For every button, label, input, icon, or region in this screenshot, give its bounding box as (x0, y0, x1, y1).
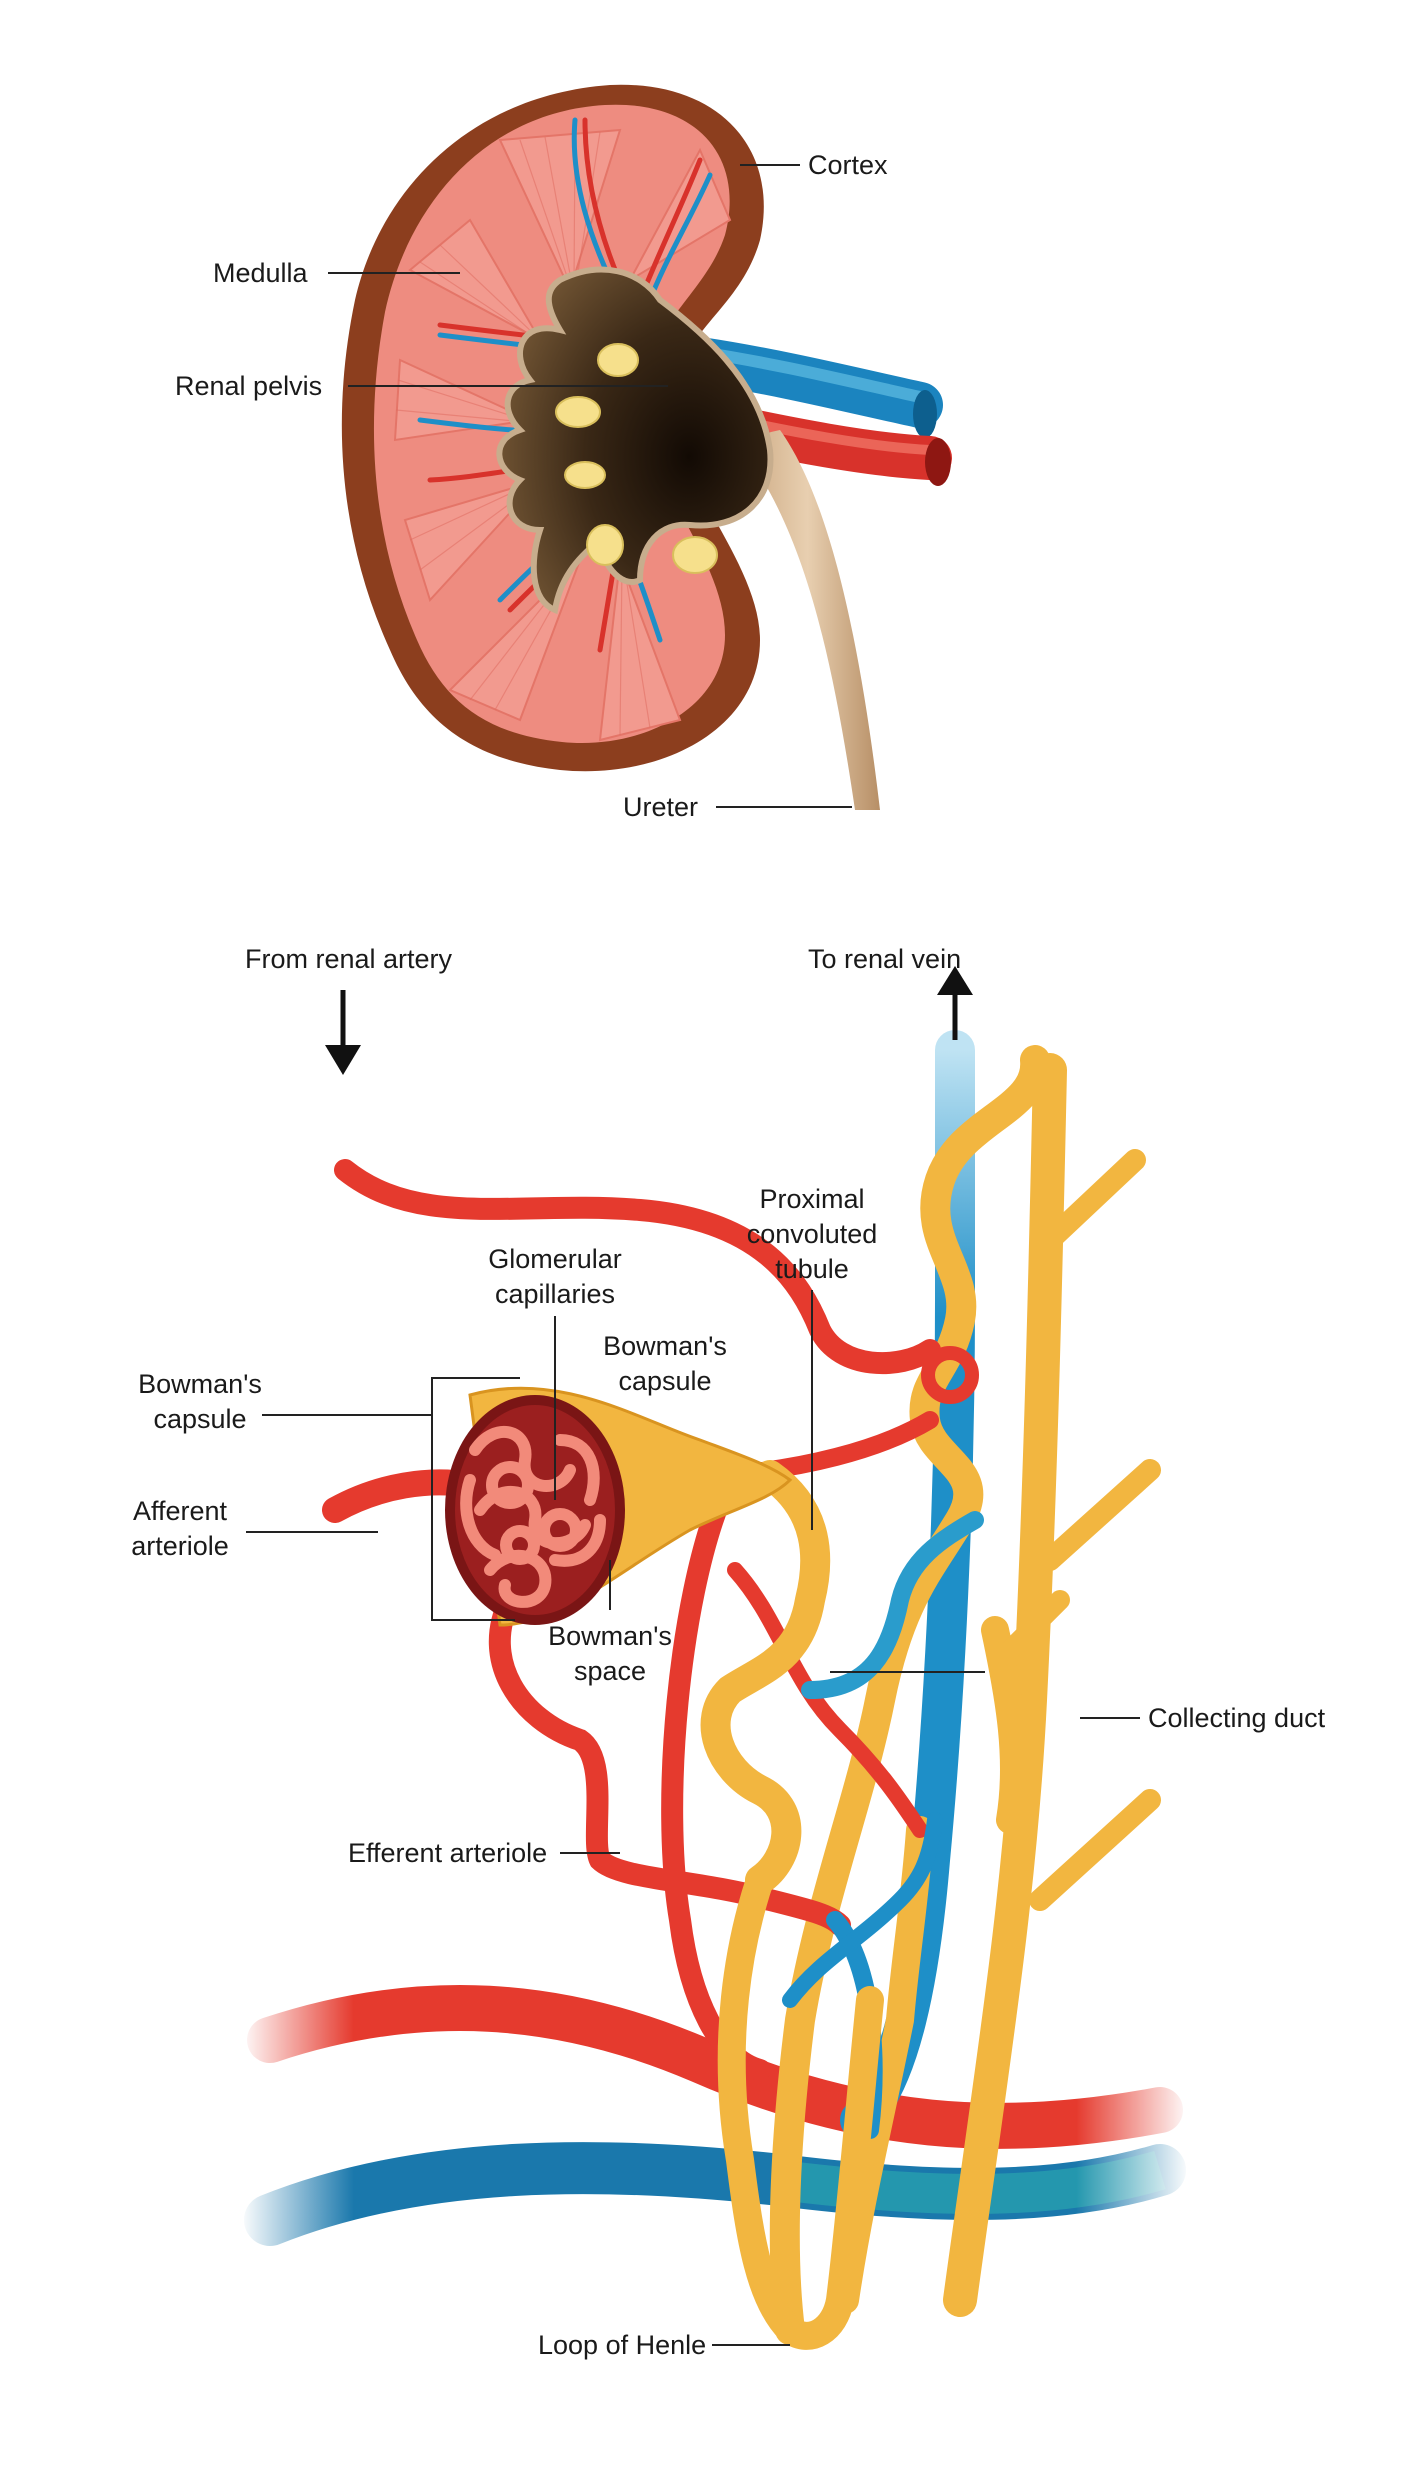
svg-text:Renal pelvis: Renal pelvis (175, 371, 322, 401)
upper-arteriole (334, 1159, 941, 1375)
svg-text:Ureter: Ureter (623, 792, 698, 822)
svg-text:convoluted: convoluted (747, 1219, 878, 1249)
svg-text:Proximal: Proximal (759, 1184, 864, 1214)
svg-text:Afferent: Afferent (133, 1496, 228, 1526)
label-proximal-convoluted-tubule: Proximal convoluted tubule (747, 1184, 878, 1530)
svg-text:Loop of Henle: Loop of Henle (538, 2330, 706, 2360)
arrow-up-icon (937, 966, 973, 1040)
arrow-down-icon (325, 990, 361, 1075)
svg-text:Efferent arteriole: Efferent arteriole (348, 1838, 547, 1868)
label-cortex: Cortex (740, 150, 888, 180)
label-afferent-arteriole: Afferent arteriole (131, 1496, 378, 1561)
proximal-tubule (700, 1460, 831, 1895)
label-bowmans-capsule-left: Bowman's capsule (138, 1369, 520, 1621)
svg-text:space: space (574, 1656, 646, 1686)
svg-text:Bowman's: Bowman's (138, 1369, 262, 1399)
label-efferent-arteriole: Efferent arteriole (348, 1838, 620, 1868)
label-loop-of-henle: Loop of Henle (538, 2330, 790, 2360)
label-from-renal-artery: From renal artery (245, 944, 453, 974)
label-bowmans-space: Bowman's space (548, 1560, 672, 1686)
svg-text:Cortex: Cortex (808, 150, 888, 180)
label-renal-pelvis: Renal pelvis (175, 371, 668, 401)
ureter-tube (735, 430, 880, 810)
label-to-renal-vein: To renal vein (808, 944, 961, 974)
svg-text:Medulla: Medulla (213, 258, 309, 288)
svg-text:Collecting duct: Collecting duct (1148, 1703, 1326, 1733)
svg-text:tubule: tubule (775, 1254, 849, 1284)
loop-of-henle-tube (717, 1866, 884, 2350)
label-bowmans-capsule-right: Bowman's capsule (603, 1331, 727, 1396)
label-collecting-duct: Collecting duct (1080, 1703, 1326, 1733)
vasa-recta (661, 1489, 771, 2081)
collecting-duct-tubes (831, 1053, 1161, 2317)
svg-text:arteriole: arteriole (131, 1531, 229, 1561)
kidney-cross-section (341, 84, 952, 810)
distal-tubule (769, 1045, 1051, 2345)
svg-text:Bowman's: Bowman's (603, 1331, 727, 1361)
svg-text:From renal artery: From renal artery (245, 944, 453, 974)
label-ureter: Ureter (623, 792, 852, 822)
svg-text:Bowman's: Bowman's (548, 1621, 672, 1651)
renal-pelvis-shape (496, 266, 774, 615)
glomerulus (445, 1395, 625, 1625)
svg-text:capsule: capsule (618, 1366, 711, 1396)
label-medulla: Medulla (213, 258, 460, 288)
label-glomerular-capillaries: Glomerular capillaries (488, 1244, 622, 1500)
svg-text:To renal vein: To renal vein (808, 944, 961, 974)
svg-text:Glomerular: Glomerular (488, 1244, 622, 1274)
svg-text:capillaries: capillaries (495, 1279, 615, 1309)
sinus-fat (555, 343, 718, 574)
svg-text:capsule: capsule (153, 1404, 246, 1434)
nephron-diagram (240, 966, 1190, 2350)
